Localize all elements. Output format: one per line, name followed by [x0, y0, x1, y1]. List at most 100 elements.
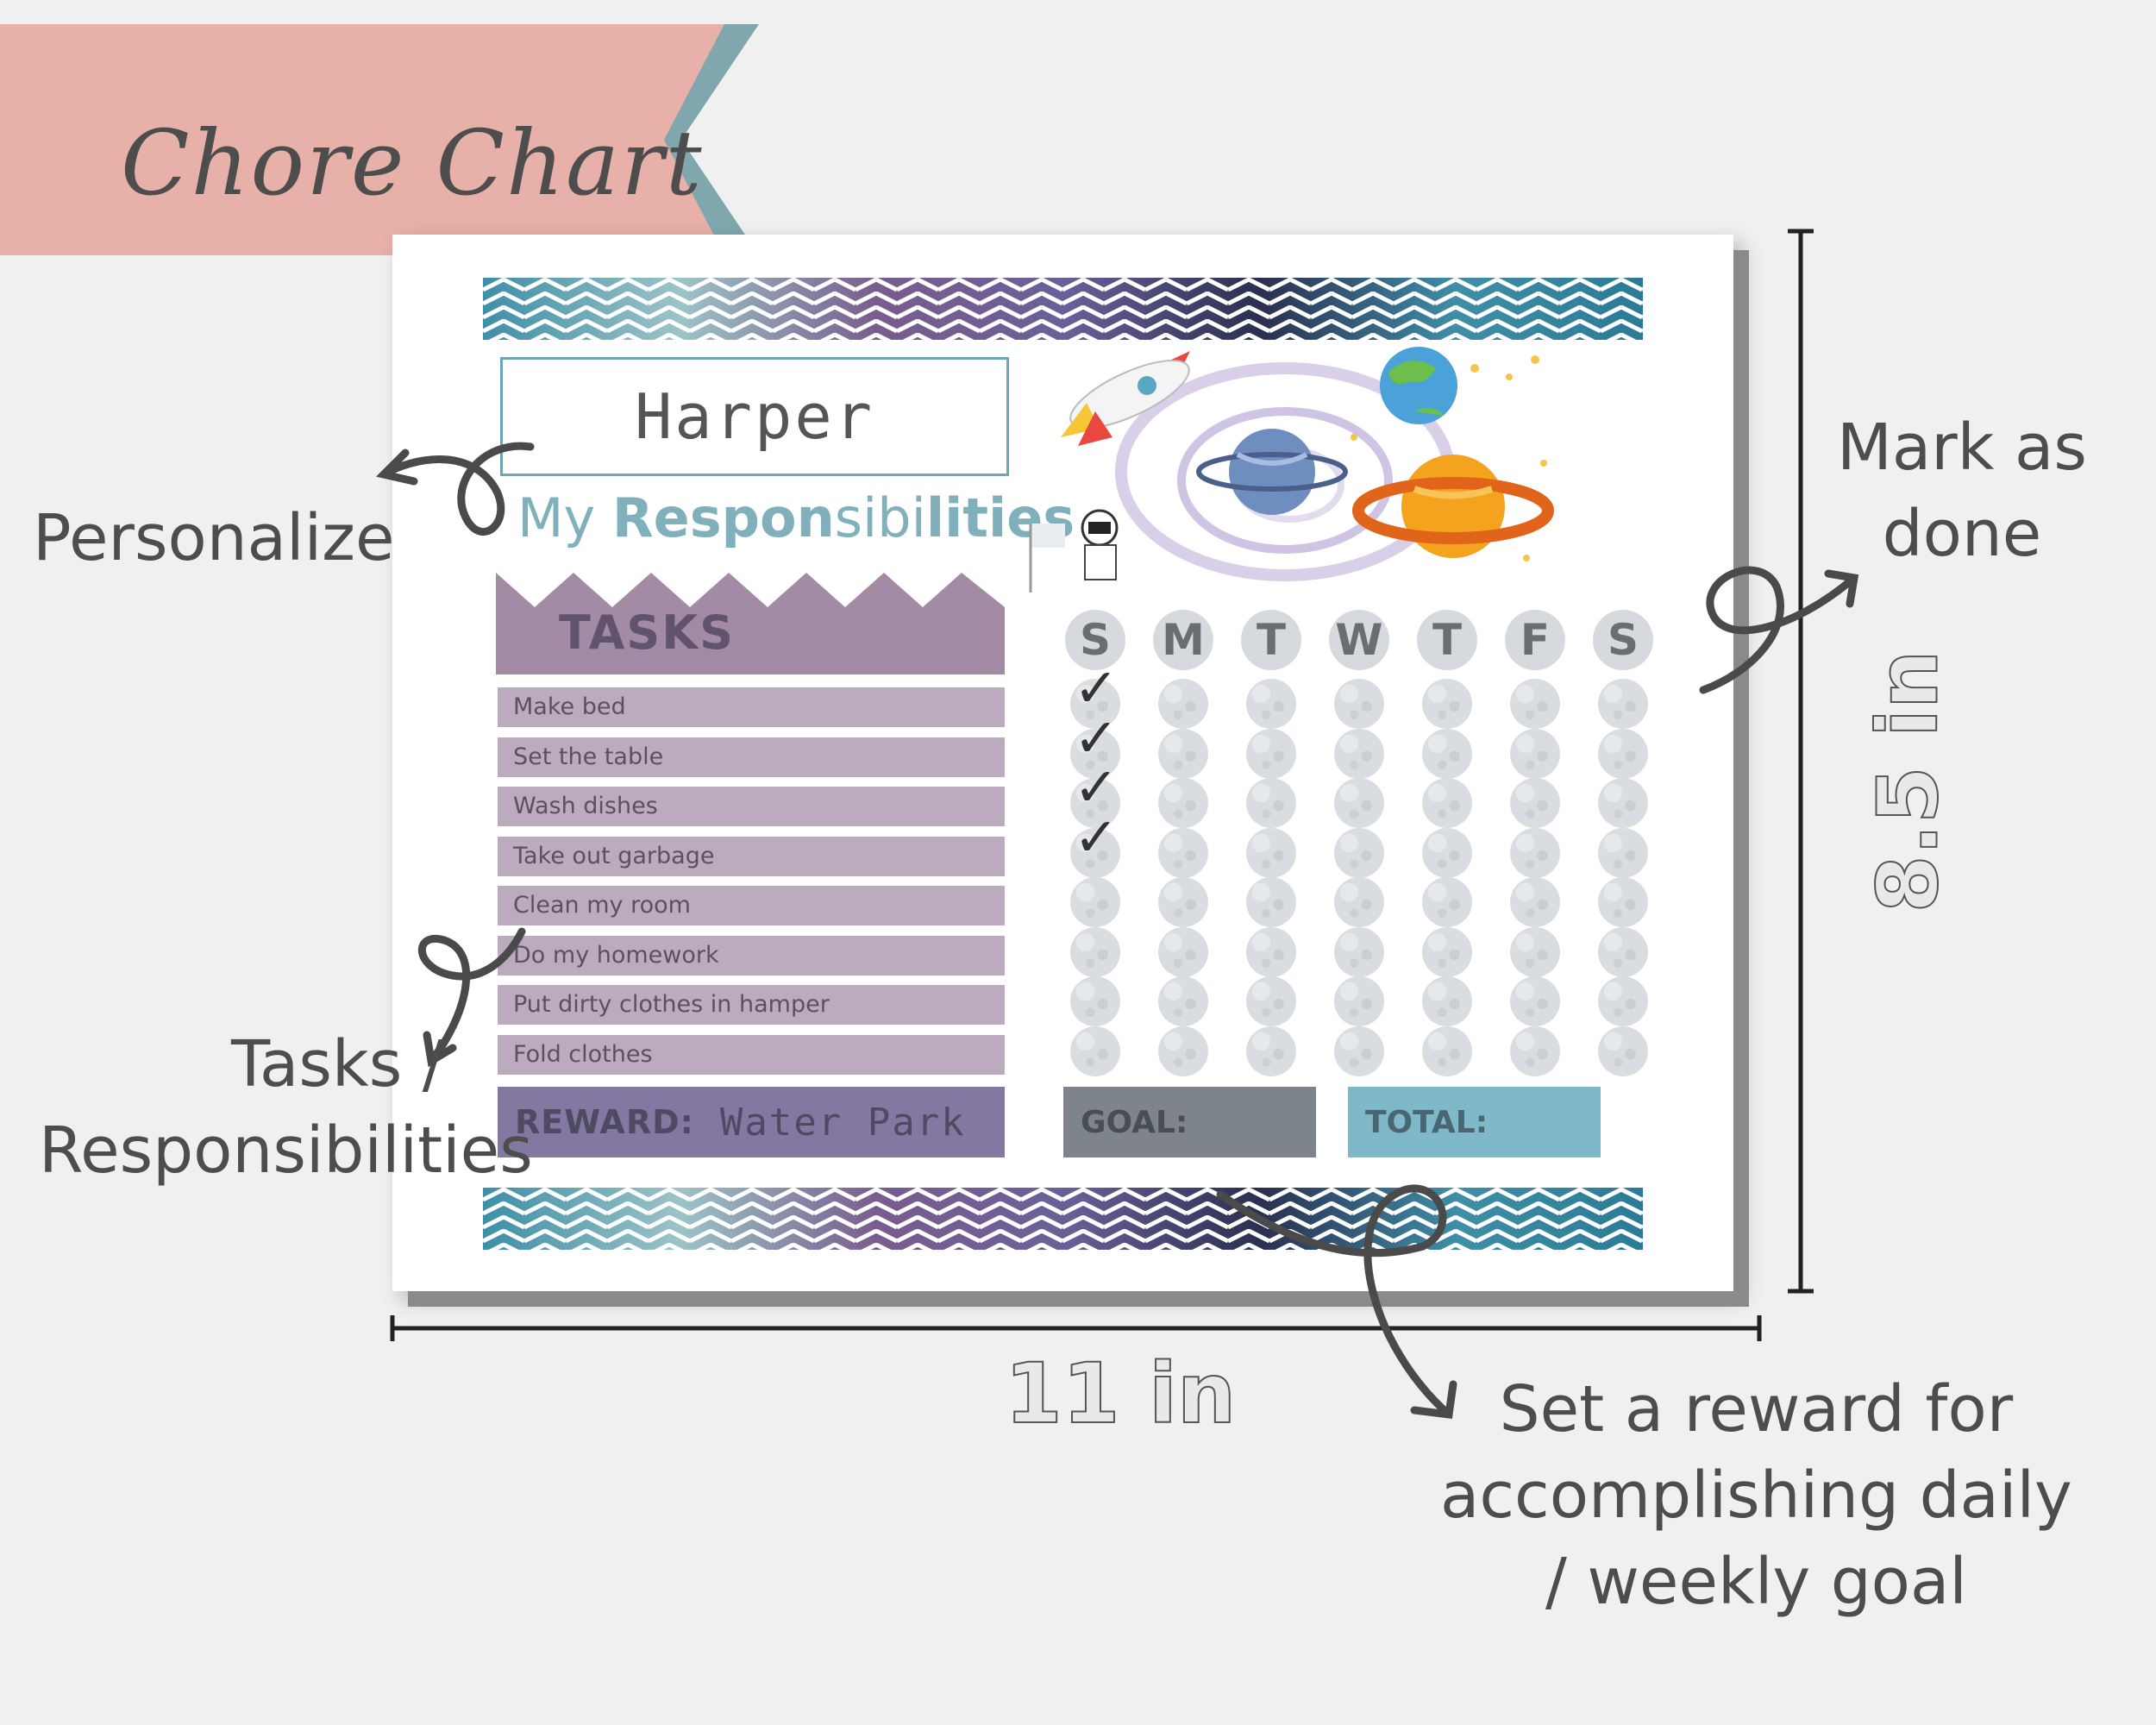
moon-checkbox[interactable]	[1158, 877, 1208, 927]
moon-checkbox[interactable]	[1334, 1026, 1384, 1076]
moon-checkbox[interactable]	[1070, 778, 1120, 828]
checkmark-icon: ✓	[1074, 656, 1119, 719]
moon-checkbox[interactable]	[1510, 778, 1560, 828]
moon-checkbox[interactable]	[1246, 778, 1296, 828]
chevron-border-bottom	[483, 1188, 1643, 1250]
checkmark-icon: ✓	[1074, 756, 1119, 819]
moon-checkbox[interactable]	[1158, 976, 1208, 1026]
moon-checkbox[interactable]	[1598, 1026, 1648, 1076]
moon-checkbox[interactable]	[1246, 728, 1296, 779]
moon-checkbox[interactable]	[1422, 1026, 1472, 1076]
planet-icon	[1196, 429, 1348, 515]
moon-checkbox[interactable]	[1334, 728, 1384, 779]
checkmark-icon: ✓	[1074, 805, 1119, 869]
moon-checkbox[interactable]	[1598, 877, 1648, 927]
moon-checkbox[interactable]	[1510, 976, 1560, 1026]
task-row[interactable]: Do my homework	[498, 935, 1005, 975]
task-row[interactable]: Clean my room	[498, 886, 1005, 925]
task-row[interactable]: Take out garbage	[498, 836, 1005, 876]
moon-checkbox[interactable]	[1422, 926, 1472, 977]
chevron-border-top	[483, 278, 1643, 340]
task-row[interactable]: Wash dishes	[498, 787, 1005, 826]
responsibilities-heading: My Responsibilities	[517, 486, 1075, 549]
moon-checkbox[interactable]	[1070, 679, 1120, 729]
reward-value[interactable]: Water Park	[719, 1100, 966, 1145]
moon-checkbox[interactable]	[1070, 877, 1120, 927]
chore-chart-banner: Chore Chart	[0, 24, 802, 255]
moon-checkbox[interactable]	[1422, 827, 1472, 878]
day-header: T	[1241, 610, 1301, 670]
total-field[interactable]: TOTAL:	[1348, 1087, 1601, 1157]
moon-checkbox[interactable]	[1158, 728, 1208, 779]
tasks-header-banner	[496, 573, 1005, 674]
moon-checkbox[interactable]	[1598, 679, 1648, 729]
reward-note: Set a reward for accomplishing daily / w…	[1440, 1372, 2072, 1619]
moon-checkbox[interactable]	[1598, 926, 1648, 977]
moon-checkbox[interactable]	[1246, 827, 1296, 878]
moon-checkbox[interactable]	[1158, 679, 1208, 729]
saturn-icon	[1352, 455, 1554, 558]
banner-ribbon-icon	[0, 24, 759, 255]
space-illustration	[1029, 347, 1554, 593]
day-header: T	[1417, 610, 1477, 670]
tasks-note: Tasks / Responsibilities	[39, 1027, 533, 1188]
moon-checkbox[interactable]	[1422, 877, 1472, 927]
day-header: M	[1153, 610, 1213, 670]
moon-checkbox[interactable]	[1158, 827, 1208, 878]
moon-checkbox[interactable]	[1334, 926, 1384, 977]
rocket-icon	[1061, 351, 1190, 446]
stars-icon	[1351, 355, 1547, 561]
moon-checkbox[interactable]	[1246, 926, 1296, 977]
moon-checkbox[interactable]	[1334, 778, 1384, 828]
moon-checkbox[interactable]	[1334, 827, 1384, 878]
height-dimension-label: 8.5 in	[1858, 649, 1957, 914]
moon-checkbox[interactable]	[1246, 679, 1296, 729]
moon-checkbox[interactable]	[1246, 1026, 1296, 1076]
moon-checkbox[interactable]	[1598, 728, 1648, 779]
astronaut-icon	[1029, 509, 1119, 593]
dimension-lines	[390, 229, 1814, 1341]
moon-checkbox[interactable]	[1510, 926, 1560, 977]
moon-checkbox[interactable]	[1422, 976, 1472, 1026]
moon-checkbox[interactable]	[1598, 778, 1648, 828]
moon-checkbox[interactable]	[1158, 778, 1208, 828]
moon-checkbox[interactable]	[1334, 877, 1384, 927]
mark-as-done-note: Mark as done	[1837, 411, 2087, 571]
moon-checkbox[interactable]	[1510, 728, 1560, 779]
reward-field[interactable]: REWARD: Water Park	[498, 1087, 1005, 1157]
reward-label: REWARD:	[515, 1103, 694, 1141]
moon-checkbox[interactable]	[1158, 926, 1208, 977]
moon-checkbox[interactable]	[1334, 976, 1384, 1026]
task-row[interactable]: Set the table	[498, 737, 1005, 777]
tasks-label: TASKS	[558, 605, 736, 660]
moon-checkbox[interactable]	[1510, 877, 1560, 927]
day-header: W	[1329, 610, 1389, 670]
chore-chart-sheet: Harper My Responsibilities	[392, 235, 1733, 1291]
task-row[interactable]: Fold clothes	[498, 1034, 1005, 1075]
moon-checkbox[interactable]	[1334, 679, 1384, 729]
earth-icon	[1380, 347, 1457, 424]
moon-checkbox[interactable]	[1510, 1026, 1560, 1076]
moon-checkbox[interactable]	[1070, 976, 1120, 1026]
moon-checkbox[interactable]	[1422, 778, 1472, 828]
task-row[interactable]: Put dirty clothes in hamper	[498, 985, 1005, 1025]
moon-checkbox[interactable]	[1070, 926, 1120, 977]
task-row[interactable]: Make bed	[498, 687, 1005, 727]
moon-checkbox[interactable]	[1070, 1026, 1120, 1076]
moon-checkbox[interactable]	[1246, 877, 1296, 927]
moon-checkbox[interactable]	[1070, 728, 1120, 779]
name-field[interactable]: Harper	[500, 357, 1009, 476]
moon-checkbox[interactable]	[1598, 827, 1648, 878]
moon-checkbox[interactable]	[1510, 679, 1560, 729]
day-header: S	[1065, 610, 1125, 670]
moon-checkbox[interactable]	[1422, 728, 1472, 779]
moon-checkbox[interactable]	[1510, 827, 1560, 878]
moon-checkbox[interactable]	[1158, 1026, 1208, 1076]
arrow-icon	[376, 442, 1859, 1420]
moon-checkbox[interactable]	[1070, 827, 1120, 878]
moon-checkbox[interactable]	[1422, 679, 1472, 729]
goal-field[interactable]: GOAL:	[1063, 1087, 1316, 1157]
moon-checkbox[interactable]	[1598, 976, 1648, 1026]
moon-checkbox[interactable]	[1246, 976, 1296, 1026]
